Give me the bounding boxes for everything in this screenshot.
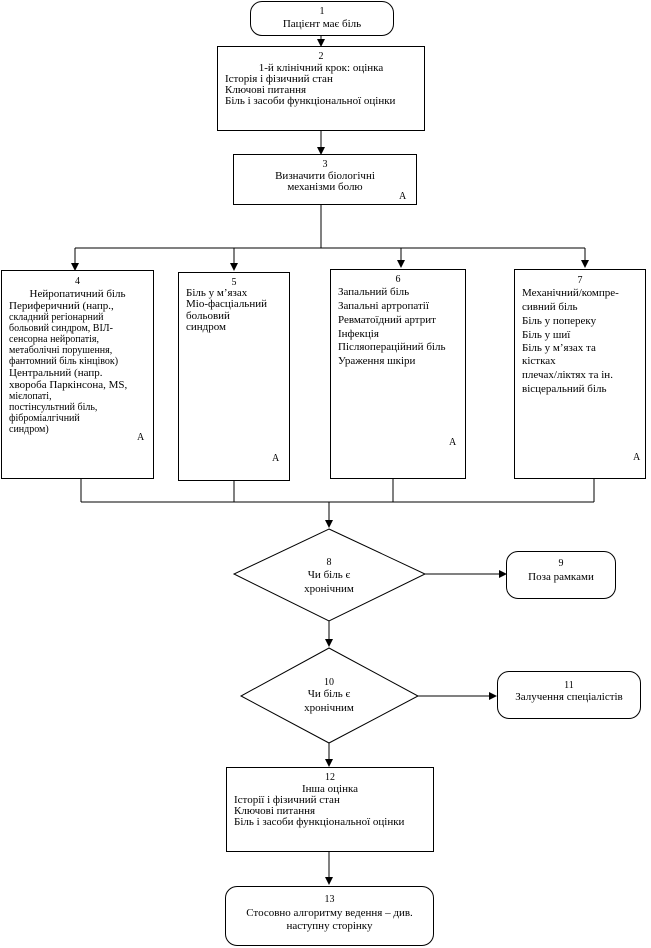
node-9-out-of-scope [506,551,616,599]
node-13-line-2: наступну сторінку [286,920,373,932]
node-8-number: 8 [326,557,332,568]
node-7-number: 7 [577,275,583,286]
node-4-line-2: складний регіонарний [9,312,104,323]
node-2-line-2: Історія і фізичний стан [225,73,333,85]
node-7-mechanical [514,269,646,479]
node-6-line-2: Запальні артропатії [338,300,429,312]
node-4-number: 4 [75,276,80,287]
node-7-line-4: Біль у шиї [522,329,571,341]
node-12-line-3: Ключові питання [234,805,316,817]
node-4-line-6: фантомний біль кінцівок) [9,356,119,367]
node-5-muscle-pain [178,272,290,481]
node-4-line-11: фіброміалгічний [9,413,80,424]
node-1-text: Пацієнт має біль [282,18,362,30]
node-6-line-3: Ревматоїдний артрит [338,314,436,326]
node-6-line-5: Післяопераційний біль [338,341,446,353]
node-1-start [250,1,394,36]
node-7-line-6: кістках [522,355,556,367]
node-11-number: 11 [564,680,574,691]
node-3-tag: A [399,191,407,202]
node-2-line-3: Ключові питання [225,84,307,96]
node-4-line-8: хвороба Паркінсона, MS, [9,379,128,391]
node-8-line-2: хронічним [304,583,354,595]
node-7-line-3: Біль у попереку [522,315,597,327]
node-4-line-5: метаболічні порушення, [9,345,113,356]
node-11-text: Залучення спеціалістів [515,691,623,703]
node-12-line-2: Історії і фізичний стан [234,794,340,806]
node-7-line-5: Біль у м’язах та [522,342,596,354]
node-6-line-1: Запальний біль [338,286,410,298]
node-5-number: 5 [231,277,237,288]
node-7-tag: A [633,452,641,463]
node-9-text: Поза рамками [528,571,594,583]
node-2-assessment [217,46,425,131]
node-13-number: 13 [324,894,335,905]
node-11-specialists [497,671,641,719]
node-10-line-2: хронічним [304,702,354,714]
node-9-number: 9 [558,558,564,569]
node-5-tag: A [272,453,280,464]
node-2-number: 2 [318,51,324,62]
node-4-line-10: постінсультний біль, [9,402,98,413]
node-1-number: 1 [319,6,325,17]
node-4-line-12: синдром) [9,424,49,435]
node-5-line-4: синдром [186,321,227,333]
node-4-line-9: мієлопаті, [9,391,52,402]
node-6-number: 6 [395,274,401,285]
node-7-line-7: плечах/ліктях та ін. [522,369,613,381]
node-6-line-4: Інфекція [338,328,379,340]
node-12-line-1: Інша оцінка [301,783,359,795]
node-5-line-1: Біль у м’язах [186,287,248,299]
node-7-line-2: сивний біль [522,301,578,313]
node-4-neuropathic [1,270,154,479]
node-4-line-3: больовий синдром, ВІЛ- [9,323,113,334]
node-3-line-1: Визначити біологічні [275,170,375,182]
node-3-line-2: механізми болю [287,181,363,193]
node-4-tag: A [137,432,145,443]
node-6-tag: A [449,437,457,448]
node-3-number: 3 [322,159,328,170]
node-7-line-8: вісцеральний біль [522,383,607,395]
node-12-line-4: Біль і засоби функціональної оцінки [234,816,405,828]
node-12-other-assessment [226,767,434,852]
node-4-title: Нейропатичний біль [29,288,126,300]
node-8-line-1: Чи біль є [307,569,351,581]
node-10-number: 10 [324,677,334,688]
node-6-line-6: Ураження шкіри [338,355,416,367]
node-2-line-1: 1-й клінічний крок: оцінка [258,62,384,74]
node-4-line-7: Центральний (напр. [9,367,103,379]
node-2-line-4: Біль і засоби функціональної оцінки [225,95,396,107]
node-12-number: 12 [325,772,335,783]
node-4-line-1: Периферичний (напр., [9,300,114,312]
node-13-line-1: Стосовно алгоритму ведення – див. [246,907,413,919]
node-10-line-1: Чи біль є [307,688,351,700]
node-3-mechanisms [233,154,417,205]
node-13-next-page [225,886,434,946]
node-5-line-2: Міо-фасціальний [186,298,267,310]
node-4-line-4: сенсорна нейропатія, [9,334,99,345]
node-7-line-1: Механічний/компре- [522,287,619,299]
node-5-line-3: больовий [186,310,230,322]
node-6-inflammatory [330,269,466,479]
